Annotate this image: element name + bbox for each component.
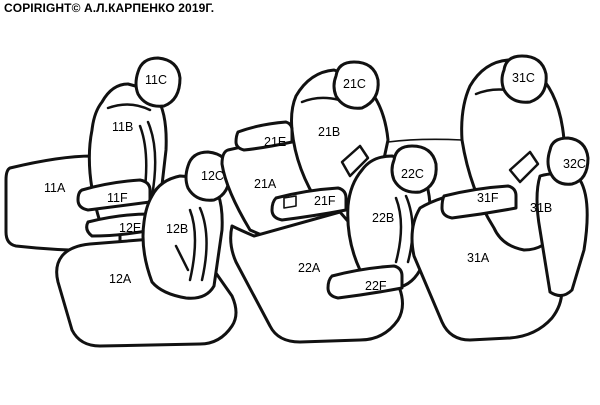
top-outline [387,138,463,143]
label-11a: 11A [44,181,66,195]
seat-21 [220,60,390,238]
armrest-22f [326,264,404,300]
headrest-11c [134,56,182,108]
label-11c: 11C [145,73,167,87]
label-11b: 11B [112,120,133,134]
label-22a: 22A [298,261,321,275]
seat-22 [229,144,438,344]
seat-31 [410,54,590,342]
label-31c: 31C [512,71,535,85]
panel-21e [234,120,294,152]
seat-12 [55,150,238,348]
headrest-22c [390,144,438,194]
armrest-21f [270,186,348,222]
label-31b: 31B [530,201,552,215]
armrest-31f [440,184,518,220]
label-12a: 12A [109,272,132,286]
label-21e: 21E [264,135,286,149]
label-21a: 21A [254,177,277,191]
headrest-31c [500,54,548,104]
label-22c: 22C [401,167,424,181]
label-12b: 12B [166,222,188,236]
seat-11 [4,56,182,252]
label-32c: 32C [563,157,586,171]
part-labels: 11C 11B 11A 11F 12E 12C 12B 12A 21C 21E … [44,71,586,293]
label-31a: 31A [467,251,490,265]
armrest-11f [76,178,152,212]
copyright-notice: COPIRIGHT© А.Л.КАРПЕНКО 2019Г. [4,1,215,15]
label-12e: 12E [119,221,141,235]
label-11f: 11F [107,191,128,205]
label-31f: 31F [477,191,499,205]
headrest-12c [184,150,232,202]
label-22f: 22F [365,279,387,293]
panel-12e [85,212,154,238]
headrest-32c [546,136,590,186]
label-22b: 22B [372,211,394,225]
headrest-21c [332,60,380,110]
label-21f: 21F [314,194,336,208]
label-21b: 21B [318,125,340,139]
label-21c: 21C [343,77,366,91]
label-12c: 12C [201,169,224,183]
